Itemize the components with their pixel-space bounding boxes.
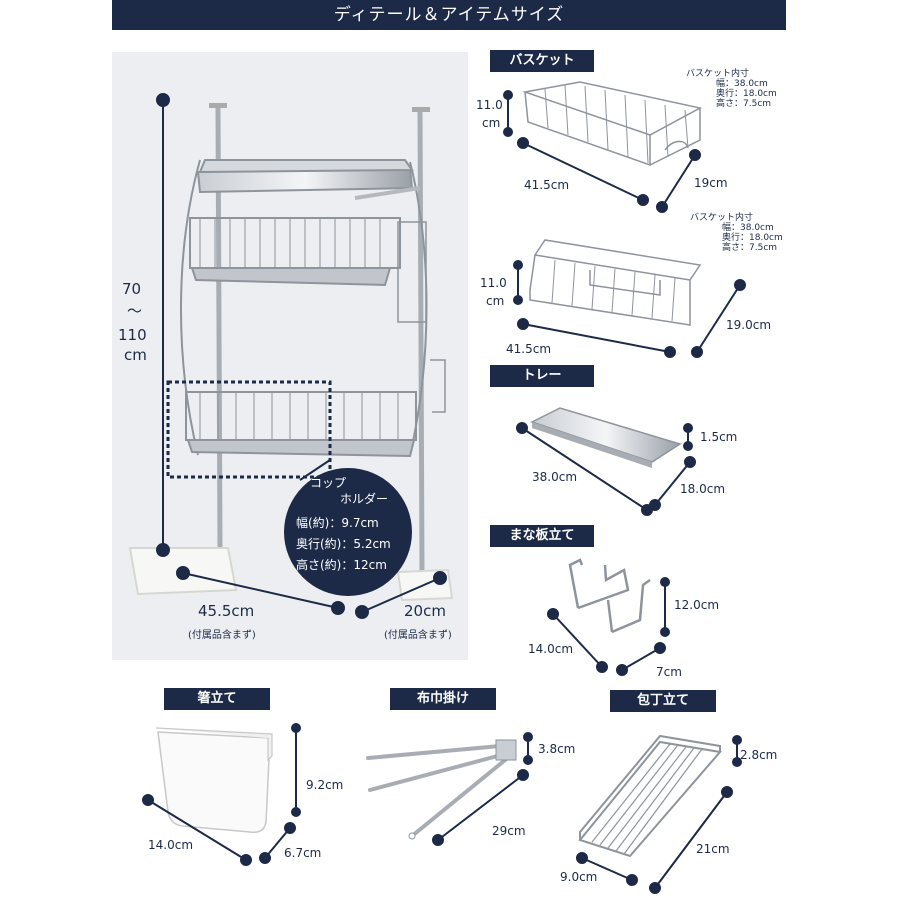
chopstick-width: 14.0cm	[148, 838, 194, 852]
knife-tag: 包丁立て	[610, 690, 716, 712]
cup-holder-title-2: ホルダー	[340, 492, 389, 506]
rack-width-note: (付属品含まず)	[188, 630, 256, 641]
tray-tag: トレー	[490, 365, 594, 387]
tray-height: 1.5cm	[700, 430, 738, 444]
board-stand-illustration	[568, 558, 651, 634]
basket1-inner-title: バスケット内寸	[686, 69, 750, 79]
basket2-inner-h: 高さ：7.5cm	[722, 243, 778, 253]
cup-holder-height: 高さ(約)：12cm	[296, 558, 387, 572]
basket1-height-2: cm	[482, 116, 501, 130]
cup-holder-depth: 奥行(約)：5.2cm	[296, 537, 391, 551]
board-stand-tag: まな板立て	[490, 525, 594, 547]
basket2-illustration	[529, 239, 702, 326]
rack-depth: 20cm	[404, 602, 446, 620]
basket2-inner-d: 奥行：18.0cm	[722, 233, 783, 243]
chopstick-holder-illustration	[155, 727, 273, 834]
knife-width: 21cm	[696, 842, 730, 856]
board-stand-height: 12.0cm	[674, 598, 720, 612]
basket1-height-1: 11.0	[476, 98, 503, 112]
basket2-depth: 19.0cm	[726, 318, 772, 332]
chopstick-tag: 箸立て	[164, 688, 270, 710]
rack-depth-note: (付属品含まず)	[384, 630, 452, 641]
basket1-illustration	[522, 81, 703, 167]
knife-stand-illustration	[578, 734, 722, 858]
cup-holder-badge: コップ ホルダー 幅(約)：9.7cm 奥行(約)：5.2cm 高さ(約)：12…	[284, 468, 412, 596]
cup-holder-width: 幅(約)：9.7cm	[296, 516, 379, 530]
towel-height: 3.8cm	[538, 742, 576, 756]
chopstick-depth: 6.7cm	[284, 846, 322, 860]
rack-height-bottom: 110	[118, 326, 147, 344]
rack-height-unit: cm	[124, 346, 147, 364]
rack-illustration	[128, 103, 454, 602]
cup-holder-highlight	[166, 380, 332, 479]
basket1-inner-w: 幅：38.0cm	[716, 79, 768, 89]
basket1-inner-h: 高さ：7.5cm	[716, 99, 772, 109]
page-header: ディテール＆アイテムサイズ	[112, 0, 786, 30]
chopstick-height: 9.2cm	[306, 778, 344, 792]
basket2-inner-w: 幅：38.0cm	[722, 223, 774, 233]
knife-depth: 9.0cm	[560, 870, 598, 884]
rack-height-top: 70	[122, 280, 142, 298]
towel-tag: 布巾掛け	[390, 688, 496, 710]
basket2-width: 41.5cm	[506, 342, 552, 356]
tray-illustration	[530, 407, 682, 468]
rack-width: 45.5cm	[198, 602, 255, 620]
rack-height-tilde: ～	[127, 302, 143, 320]
basket1-depth: 19cm	[694, 176, 728, 190]
board-stand-depth: 7cm	[656, 665, 682, 679]
cup-holder-title-1: コップ	[310, 476, 347, 490]
knife-height: 2.8cm	[740, 748, 778, 762]
board-stand-width: 14.0cm	[528, 642, 574, 656]
basket-tag: バスケット	[490, 50, 594, 72]
tray-depth: 18.0cm	[680, 482, 726, 496]
towel-bar-illustration	[366, 739, 517, 840]
basket2-height-1: 11.0	[480, 276, 507, 290]
basket2-inner-title: バスケット内寸	[690, 213, 754, 223]
basket1-inner-d: 奥行：18.0cm	[716, 89, 777, 99]
tray-width: 38.0cm	[532, 470, 578, 484]
basket2-height-2: cm	[486, 294, 505, 308]
basket1-width: 41.5cm	[524, 178, 570, 192]
towel-width: 29cm	[492, 824, 526, 838]
